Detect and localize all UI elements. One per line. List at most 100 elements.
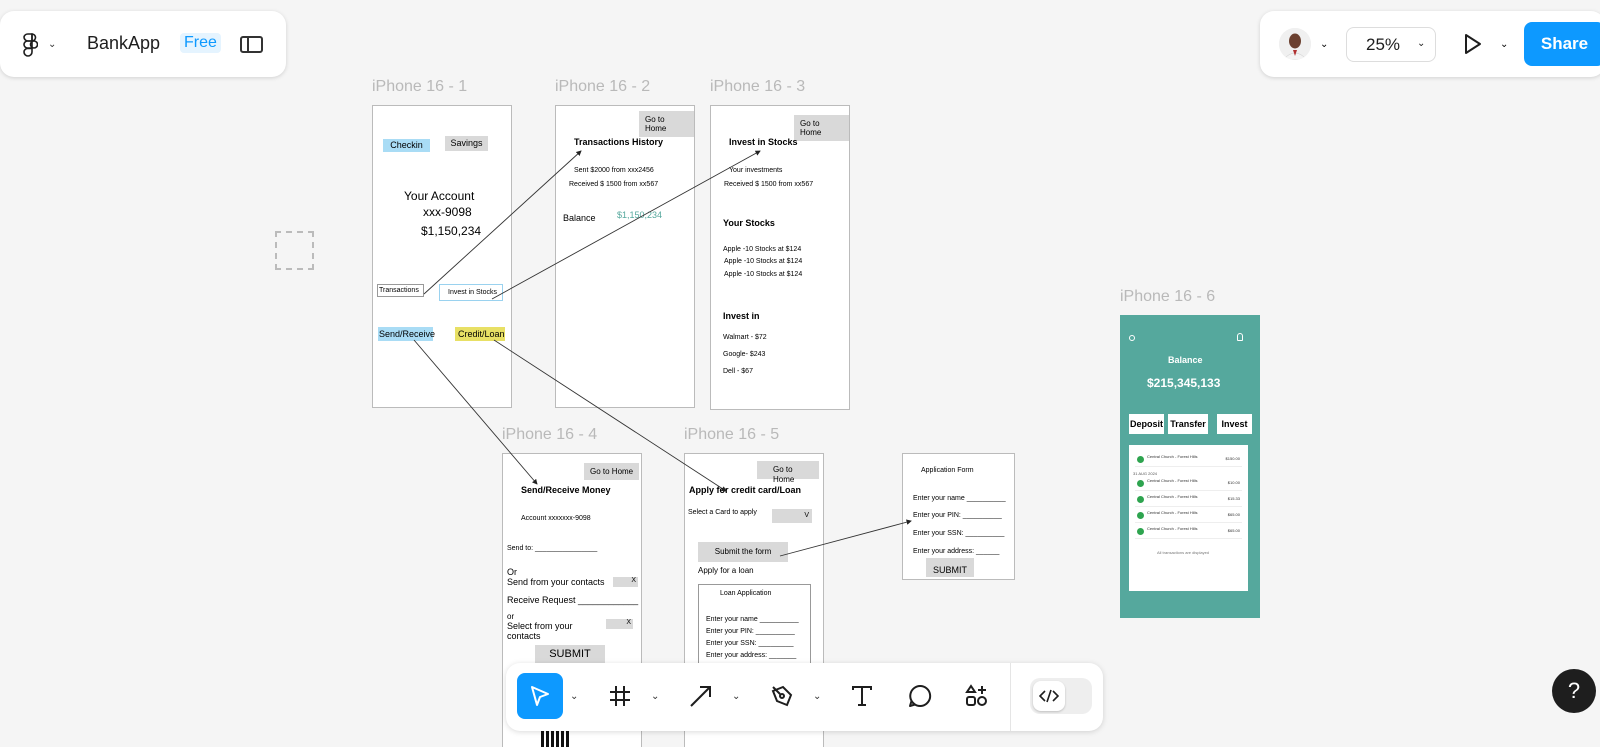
send-from-contacts[interactable]: Send from your contacts xyxy=(507,577,605,587)
frame-label-2[interactable]: iPhone 16 - 2 xyxy=(555,78,651,95)
send-receive-title: Send/Receive Money xyxy=(521,485,611,495)
checkin-tab[interactable]: Checkin xyxy=(383,139,430,152)
go-to-home-button[interactable]: Go to Home xyxy=(794,115,849,141)
frame-label-1[interactable]: iPhone 16 - 1 xyxy=(372,78,468,95)
invest-button[interactable]: Invest xyxy=(1217,414,1252,434)
card-dropdown[interactable]: V xyxy=(772,509,812,523)
transactions-button[interactable]: Transactions xyxy=(377,284,424,297)
loan-ssn-field[interactable]: Enter your SSN: _________ xyxy=(706,640,794,647)
list-item[interactable]: Central Church - Forest Hills$150.00 xyxy=(1135,453,1242,467)
account-balance: $1,150,234 xyxy=(421,224,482,238)
savings-tab[interactable]: Savings xyxy=(445,136,488,151)
app-pin-field[interactable]: Enter your PIN: __________ xyxy=(913,512,1002,519)
receive-request-field[interactable]: Receive Request ____________ xyxy=(507,595,639,605)
your-stocks-title: Your Stocks xyxy=(723,218,775,228)
invest-option-dell[interactable]: Dell - $67 xyxy=(723,368,753,375)
comment-tool-button[interactable] xyxy=(897,673,943,719)
move-tool-chevron-icon[interactable]: ⌄ xyxy=(570,691,579,702)
qr-code-icon xyxy=(541,730,569,747)
profile-icon[interactable] xyxy=(1129,335,1135,341)
list-item[interactable]: Central Church - Forest Hills$15.33 xyxy=(1135,493,1242,507)
credit-loan-title: Apply for credit card/Loan xyxy=(689,485,802,495)
invest-option-google[interactable]: Google- $243 xyxy=(723,351,766,358)
share-button[interactable]: Share xyxy=(1524,22,1600,66)
list-item[interactable]: Central Church - Forest Hills$65.00 xyxy=(1135,525,1242,539)
submit-form-button[interactable]: Submit the form xyxy=(698,542,788,562)
dev-mode-toggle[interactable] xyxy=(1030,678,1092,714)
invest-stocks-button[interactable]: Invest in Stocks xyxy=(439,284,503,301)
go-to-home-button[interactable]: Go to Home xyxy=(757,461,819,484)
frame-tool-button[interactable] xyxy=(597,673,643,719)
bell-icon[interactable] xyxy=(1237,333,1243,341)
invest-option-walmart[interactable]: Walmart - $72 xyxy=(723,334,767,341)
frame-iphone-16-1[interactable]: Checkin Savings Your Account xxx-9098 $1… xyxy=(372,105,512,408)
actions-tool-button[interactable] xyxy=(954,673,1000,719)
toggle-sidebar-icon[interactable] xyxy=(240,36,263,53)
main-menu-chevron-icon[interactable]: ⌄ xyxy=(48,39,57,50)
bottom-toolbar: ⌄ ⌄ ⌄ ⌄ xyxy=(506,663,1103,731)
shape-tool-button[interactable] xyxy=(678,673,724,719)
pen-tool-chevron-icon[interactable]: ⌄ xyxy=(813,691,822,702)
shape-tool-chevron-icon[interactable]: ⌄ xyxy=(732,691,741,702)
go-to-home-button[interactable]: Go to Home xyxy=(584,463,640,480)
app-address-field[interactable]: Enter your address: ______ xyxy=(913,548,1000,555)
text-tool-button[interactable] xyxy=(839,673,885,719)
select-contacts-line-1[interactable]: Select from your xyxy=(507,621,573,631)
frame-application-form[interactable]: Application Form Enter your name _______… xyxy=(902,453,1015,580)
send-to-field[interactable]: Send to: ________________ xyxy=(507,545,598,552)
avatar-chevron-icon[interactable]: ⌄ xyxy=(1320,39,1329,50)
avatar[interactable] xyxy=(1279,28,1311,60)
deposit-button[interactable]: Deposit xyxy=(1129,414,1164,434)
apply-loan-label: Apply for a loan xyxy=(698,566,754,575)
present-play-icon[interactable] xyxy=(1463,33,1483,55)
frame-iphone-16-3[interactable]: Go to Home Invest in Stocks Your investm… xyxy=(710,105,850,410)
present-chevron-icon[interactable]: ⌄ xyxy=(1500,39,1509,50)
tx-amount: $15.33 xyxy=(1227,496,1240,501)
app-ssn-field[interactable]: Enter your SSN: __________ xyxy=(913,530,1005,537)
list-item[interactable]: Central Church - Forest Hills$10.00 xyxy=(1135,477,1242,491)
transfer-button[interactable]: Transfer xyxy=(1168,414,1208,434)
list-item[interactable]: Central Church - Forest Hills$65.00 xyxy=(1135,509,1242,523)
loan-address-field[interactable]: Enter your address: _______ xyxy=(706,652,797,659)
move-tool-button[interactable] xyxy=(517,673,563,719)
stock-line-1: Apple -10 Stocks at $124 xyxy=(723,246,802,253)
contacts-select-1[interactable]: X xyxy=(613,577,638,587)
file-name[interactable]: BankApp xyxy=(87,33,161,53)
frame-label-6[interactable]: iPhone 16 - 6 xyxy=(1120,288,1216,305)
tx-name: Central Church - Forest Hills xyxy=(1147,526,1198,531)
go-to-home-button[interactable]: Go to Home xyxy=(639,111,694,137)
plan-badge[interactable]: Free xyxy=(180,33,221,53)
transactions-list[interactable]: 31 AUG 2024 Central Church - Forest Hill… xyxy=(1129,445,1248,591)
submit-button[interactable]: SUBMIT xyxy=(535,645,605,663)
pen-tool-button[interactable] xyxy=(759,673,805,719)
empty-frame-placeholder[interactable] xyxy=(275,231,314,270)
credit-loan-button[interactable]: Credit/Loan xyxy=(455,327,505,341)
loan-pin-field[interactable]: Enter your PIN: __________ xyxy=(706,628,795,635)
tx-name: Central Church - Forest Hills xyxy=(1147,510,1198,515)
frame-tool-chevron-icon[interactable]: ⌄ xyxy=(651,691,660,702)
app-name-field[interactable]: Enter your name __________ xyxy=(913,495,1006,502)
frame-iphone-16-2[interactable]: Go to Home Transactions History Sent $20… xyxy=(555,105,695,408)
frame-label-4[interactable]: iPhone 16 - 4 xyxy=(502,426,598,443)
balance-label: Balance xyxy=(1168,355,1203,365)
transaction-line-2: Received $ 1500 from xx567 xyxy=(569,181,659,188)
tx-name: Central Church - Forest Hills xyxy=(1147,454,1198,459)
received-line: Received $ 1500 from xx567 xyxy=(724,181,814,188)
help-button[interactable]: ? xyxy=(1552,669,1596,713)
frame-iphone-16-6[interactable]: Balance $215,345,133 Deposit Transfer In… xyxy=(1120,315,1260,618)
zoom-select[interactable]: 25% ⌄ xyxy=(1346,27,1436,62)
select-contacts-line-2[interactable]: contacts xyxy=(507,631,541,641)
shapes-plus-icon xyxy=(965,684,987,706)
contacts-select-2[interactable]: X xyxy=(606,619,633,629)
frame-label-5[interactable]: iPhone 16 - 5 xyxy=(684,426,780,443)
loan-name-field[interactable]: Enter your name __________ xyxy=(706,616,799,623)
transactions-title: Transactions History xyxy=(574,137,664,147)
check-icon xyxy=(1137,480,1144,487)
figma-logo-icon[interactable] xyxy=(22,33,38,57)
frame-label-3[interactable]: iPhone 16 - 3 xyxy=(710,78,806,95)
app-submit-button[interactable]: SUBMIT xyxy=(926,558,974,577)
invest-in-title: Invest in xyxy=(723,311,760,321)
or-label-1: Or xyxy=(507,567,517,577)
send-receive-button[interactable]: Send/Receive xyxy=(378,327,436,341)
